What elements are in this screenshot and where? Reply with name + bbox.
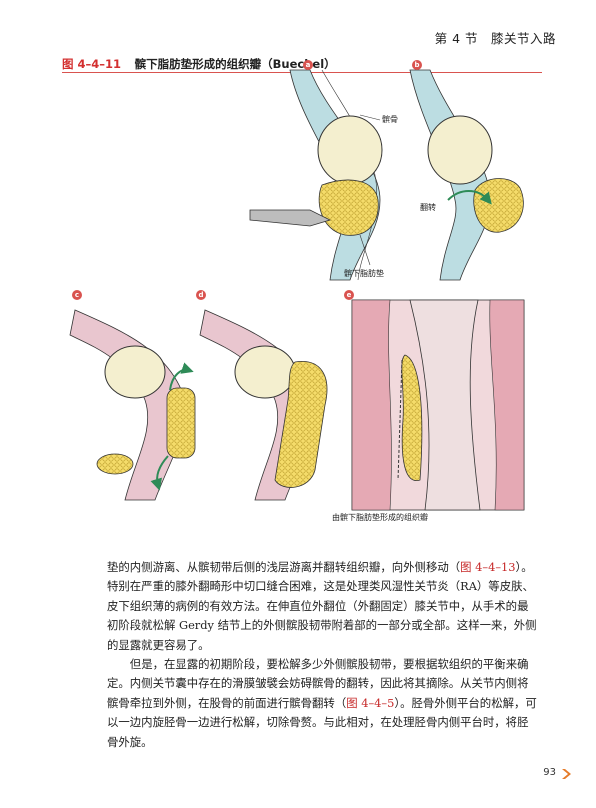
panel-label-e: e xyxy=(344,290,354,300)
figure-reference-link[interactable]: 图 4–4–13 xyxy=(460,560,516,574)
figure-title: 髌下脂肪垫形成的组织瓣（Buechel） xyxy=(134,57,336,71)
label-patella: 髌骨 xyxy=(382,115,398,124)
paragraph-1: 垫的内侧游离、从髌韧带后侧的浅层游离并翻转组织瓣，向外侧移动（图 4–4–13）… xyxy=(107,560,537,652)
figure-number: 图 4–4–11 xyxy=(62,57,122,71)
label-tissue-flap: 由髌下脂肪垫形成的组织瓣 xyxy=(332,513,428,522)
section-title: 第 4 节 膝关节入路 xyxy=(434,31,556,46)
panel-label-a: a xyxy=(303,60,313,70)
panel-label-b: b xyxy=(412,60,422,70)
paragraph-2: 但是，在显露的初期阶段，要松解多少外侧髌股韧带，要根据软组织的平衡来确定。内侧关… xyxy=(107,657,537,749)
panel-label-d: d xyxy=(196,290,206,300)
body-text: 垫的内侧游离、从髌韧带后侧的浅层游离并翻转组织瓣，向外侧移动（图 4–4–13）… xyxy=(107,558,537,752)
running-header: 第 4 节 膝关节入路 xyxy=(0,28,596,48)
anatomy-illustration xyxy=(69,69,525,511)
chevron-right-icon xyxy=(562,769,571,779)
figure-illustration: a b c d e 髌骨 翻转 髌下脂肪垫 由髌下脂肪垫形成的组织瓣 xyxy=(60,60,540,522)
panel-d-drawing xyxy=(199,309,328,501)
panel-a-drawing xyxy=(249,69,383,281)
panel-c-drawing xyxy=(69,309,196,501)
panel-label-c: c xyxy=(72,290,82,300)
figure-reference-link[interactable]: 图 4–4–5 xyxy=(346,695,395,710)
panel-e-drawing xyxy=(351,299,525,511)
page-number: 93 xyxy=(543,767,556,778)
label-flip: 翻转 xyxy=(420,203,436,212)
panel-b-drawing xyxy=(409,69,524,281)
label-infrapatellar-fat-pad: 髌下脂肪垫 xyxy=(344,269,384,278)
